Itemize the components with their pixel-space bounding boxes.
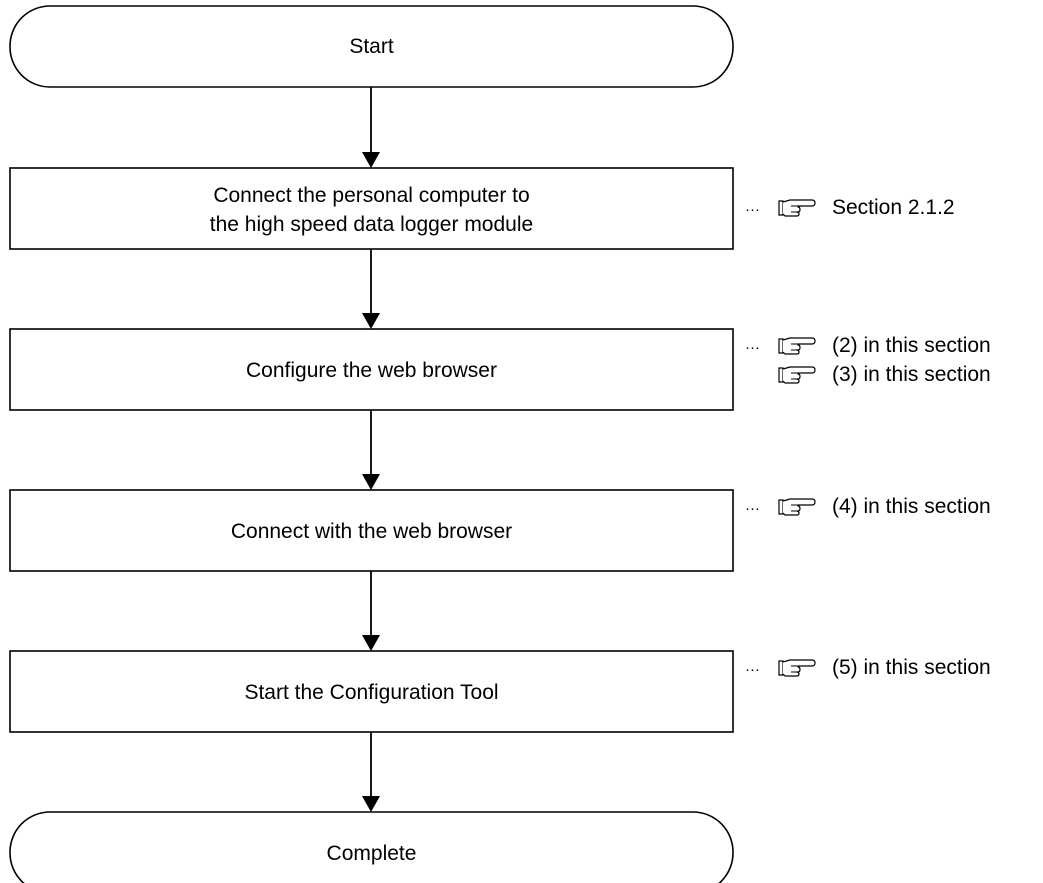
connector-arrow	[362, 732, 380, 812]
process-step-box	[9, 328, 734, 411]
pointing-hand-icon	[778, 199, 816, 217]
reference-step-2: ··· (2) in this section (3) in this sect…	[745, 334, 991, 386]
process-step-box	[9, 489, 734, 572]
connector-arrow	[362, 410, 380, 490]
leader-dots: ···	[745, 201, 760, 218]
process-step-line: Configure the web browser	[246, 359, 497, 382]
reference-text[interactable]: (4) in this section	[832, 495, 991, 518]
pointing-hand-icon	[778, 366, 816, 384]
leader-dots: ···	[745, 500, 760, 517]
pointing-hand-icon	[778, 498, 816, 516]
process-step-box	[9, 650, 734, 733]
reference-step-1: ··· Section 2.1.2	[745, 196, 955, 219]
end-terminal-label: Complete	[327, 842, 417, 865]
start-terminal: Start	[9, 5, 734, 88]
end-terminal-shape	[9, 811, 734, 883]
process-step-box	[9, 167, 734, 250]
leader-dots: ···	[745, 661, 760, 678]
reference-text[interactable]: (3) in this section	[832, 363, 991, 386]
process-step-line: Connect with the web browser	[231, 520, 512, 543]
process-step-start-config-tool: Start the Configuration Tool	[9, 650, 734, 733]
reference-text[interactable]: Section 2.1.2	[832, 196, 955, 219]
connector-arrow	[362, 571, 380, 651]
process-step-line: Start the Configuration Tool	[244, 681, 498, 704]
reference-text[interactable]: (2) in this section	[832, 334, 991, 357]
process-step-connect-pc: Connect the personal computer to the hig…	[9, 167, 734, 250]
reference-step-3: ··· (4) in this section	[745, 495, 991, 518]
process-step-line: the high speed data logger module	[210, 213, 533, 236]
pointing-hand-icon	[778, 659, 816, 677]
reference-text[interactable]: (5) in this section	[832, 656, 991, 679]
end-terminal: Complete	[9, 811, 734, 883]
pointing-hand-icon	[778, 337, 816, 355]
connector-arrow	[362, 249, 380, 329]
start-terminal-label: Start	[349, 35, 394, 58]
leader-dots: ···	[745, 339, 760, 356]
reference-step-4: ··· (5) in this section	[745, 656, 991, 679]
connector-arrow	[362, 87, 380, 168]
process-step-configure-browser: Configure the web browser	[9, 328, 734, 411]
process-step-connect-browser: Connect with the web browser	[9, 489, 734, 572]
process-step-line: Connect the personal computer to	[213, 184, 529, 207]
